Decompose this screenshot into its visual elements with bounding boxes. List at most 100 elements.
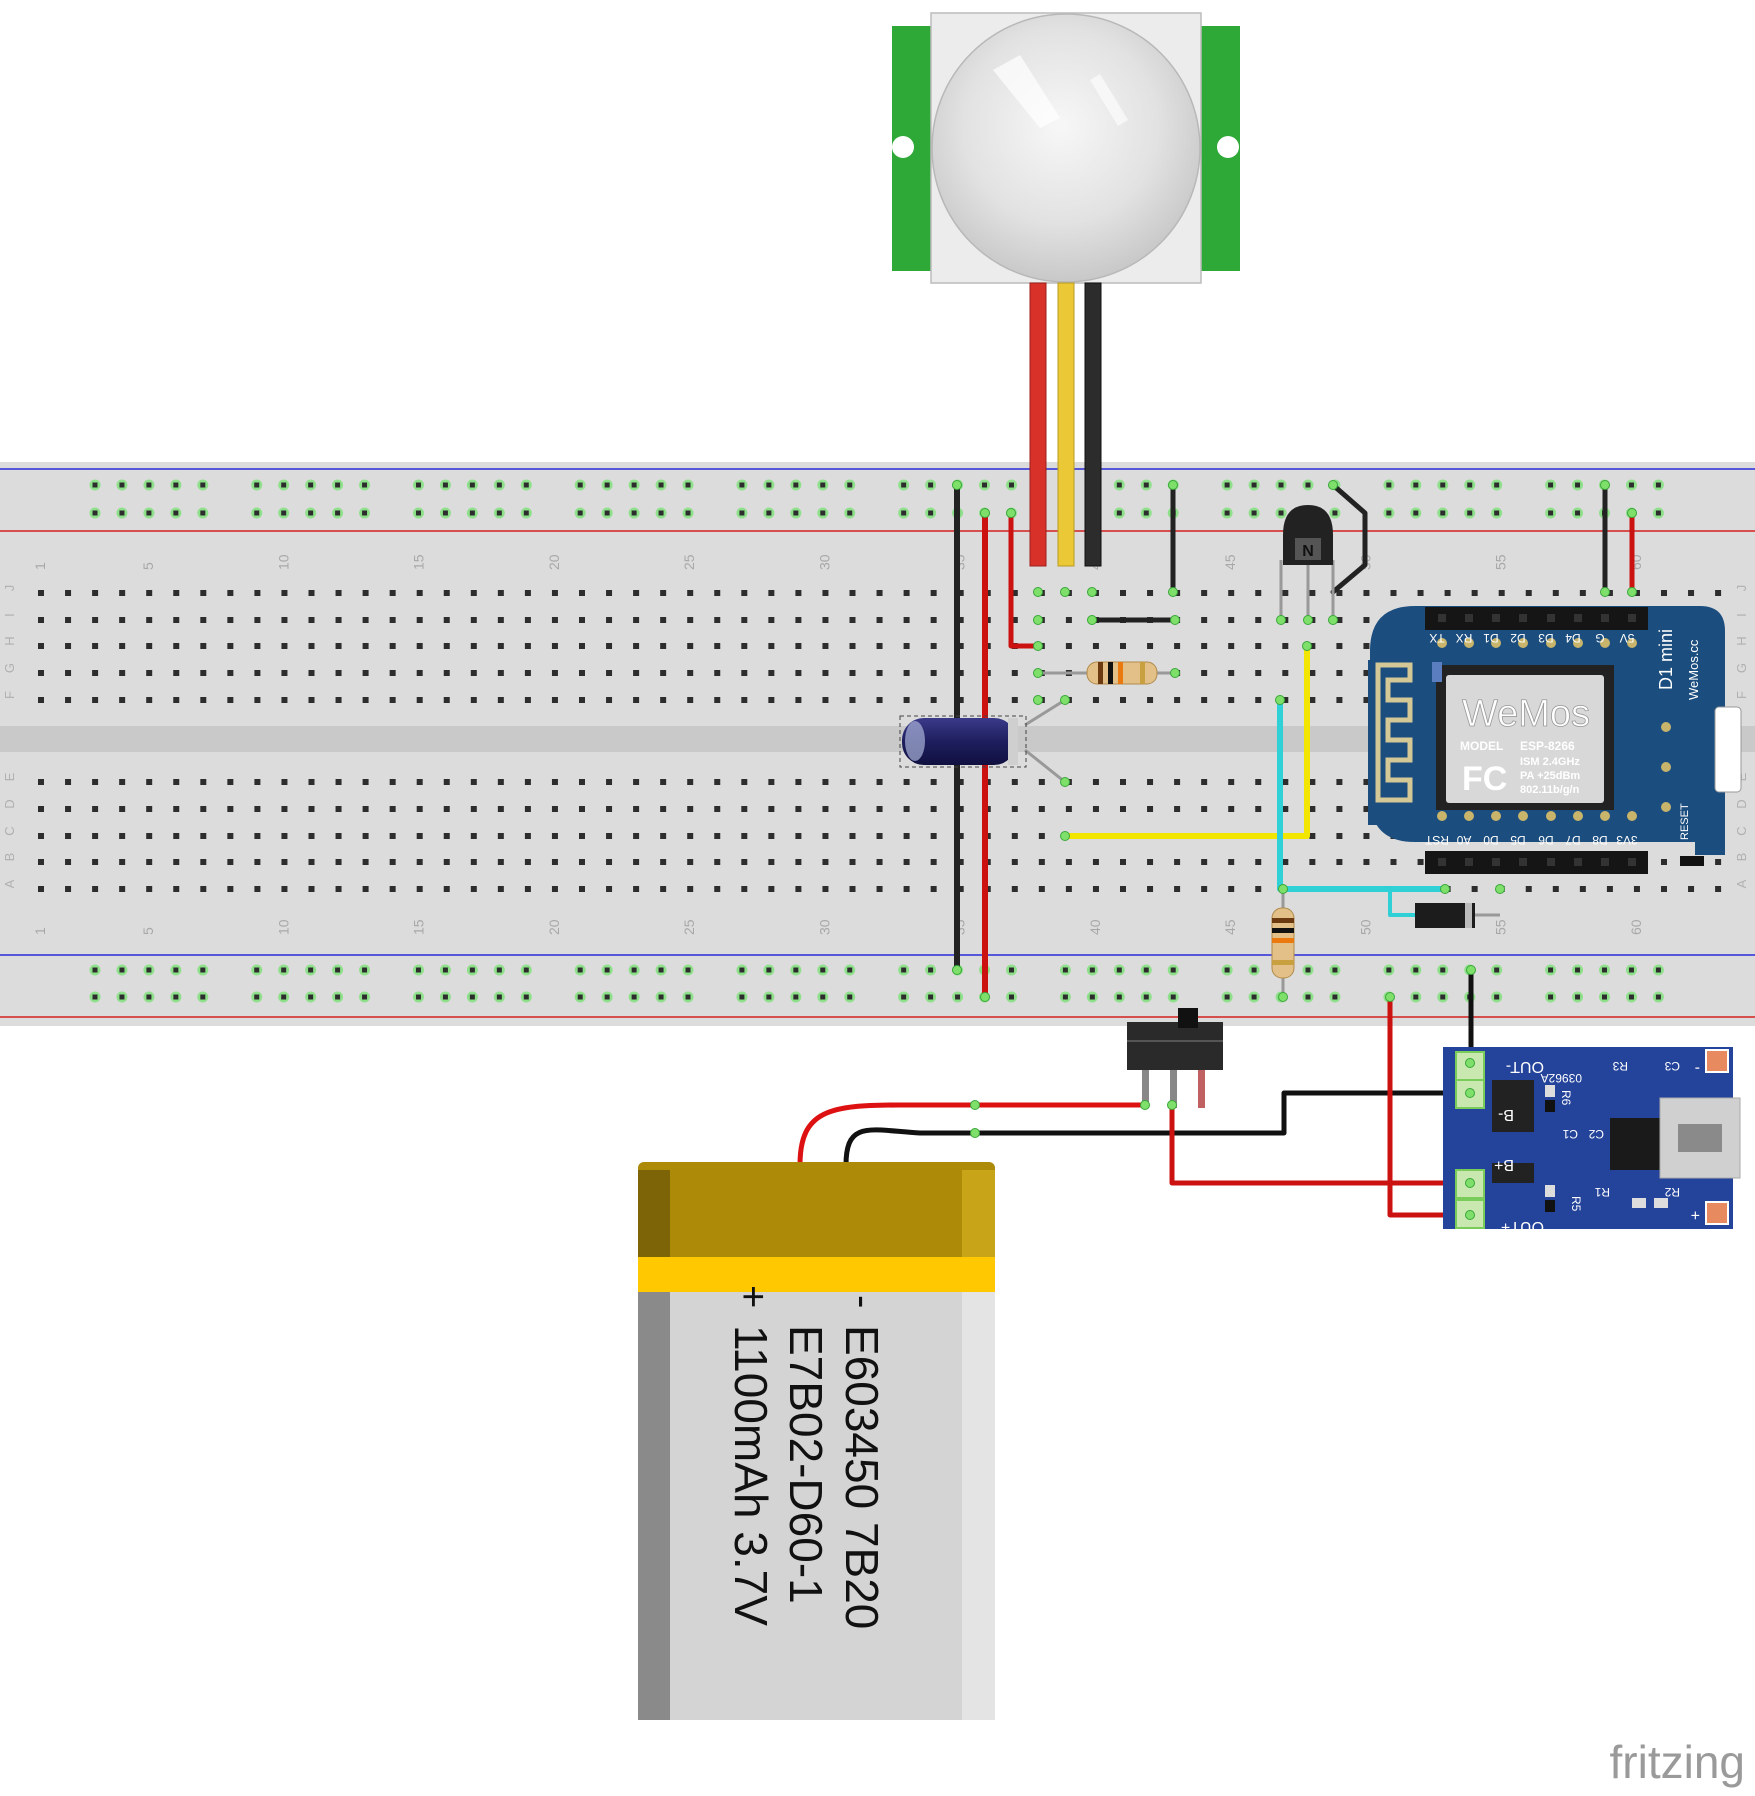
breadboard-hole[interactable] — [1120, 806, 1126, 812]
rail-hole[interactable] — [1440, 967, 1446, 973]
breadboard-hole[interactable] — [308, 697, 315, 703]
breadboard-hole[interactable] — [1363, 779, 1370, 785]
breadboard-hole[interactable] — [1038, 859, 1045, 865]
breadboard-hole[interactable] — [146, 697, 153, 703]
breadboard-hole[interactable] — [579, 779, 585, 785]
breadboard-hole[interactable] — [227, 833, 234, 839]
breadboard-hole[interactable] — [200, 697, 207, 703]
breadboard-hole[interactable] — [335, 643, 342, 649]
breadboard-hole[interactable] — [200, 643, 207, 649]
breadboard-hole[interactable] — [38, 643, 44, 649]
breadboard-hole[interactable] — [1661, 886, 1667, 892]
breadboard-hole[interactable] — [254, 833, 261, 839]
breadboard-hole[interactable] — [1282, 643, 1289, 649]
rail-hole[interactable] — [1278, 510, 1284, 516]
breadboard-hole[interactable] — [579, 806, 585, 812]
breadboard-hole[interactable] — [1011, 886, 1018, 892]
rail-hole[interactable] — [1601, 967, 1607, 973]
breadboard-hole[interactable] — [1471, 590, 1478, 596]
breadboard-hole[interactable] — [173, 697, 180, 703]
breadboard-hole[interactable] — [1065, 617, 1072, 623]
rail-hole[interactable] — [1224, 967, 1230, 973]
breadboard-hole[interactable] — [1525, 886, 1532, 892]
rail-hole[interactable] — [1089, 967, 1095, 973]
breadboard-hole[interactable] — [849, 779, 856, 785]
breadboard-hole[interactable] — [281, 643, 288, 649]
breadboard-hole[interactable] — [822, 833, 829, 839]
breadboard-hole[interactable] — [38, 779, 44, 785]
breadboard-hole[interactable] — [876, 670, 883, 676]
rail-hole[interactable] — [200, 482, 206, 488]
rail-hole[interactable] — [793, 510, 799, 516]
breadboard-hole[interactable] — [768, 697, 775, 703]
breadboard-hole[interactable] — [633, 859, 640, 865]
breadboard-hole[interactable] — [1147, 886, 1154, 892]
rail-hole[interactable] — [685, 994, 691, 1000]
rail-hole[interactable] — [631, 482, 637, 488]
rail-hole[interactable] — [1548, 482, 1554, 488]
breadboard-hole[interactable] — [1336, 697, 1343, 703]
breadboard-hole[interactable] — [795, 833, 802, 839]
rail-hole[interactable] — [1089, 994, 1095, 1000]
rail-hole[interactable] — [1413, 967, 1419, 973]
rail-hole[interactable] — [1062, 967, 1068, 973]
breadboard-hole[interactable] — [903, 670, 910, 676]
rail-hole[interactable] — [200, 994, 206, 1000]
breadboard-hole[interactable] — [1201, 590, 1208, 596]
breadboard-hole[interactable] — [38, 697, 44, 703]
rail-hole[interactable] — [577, 967, 583, 973]
breadboard-hole[interactable] — [768, 590, 775, 596]
breadboard-hole[interactable] — [65, 643, 72, 649]
breadboard-hole[interactable] — [227, 806, 234, 812]
rail-hole[interactable] — [335, 482, 341, 488]
rail-hole[interactable] — [1655, 994, 1661, 1000]
breadboard-hole[interactable] — [281, 859, 288, 865]
breadboard-hole[interactable] — [416, 859, 423, 865]
breadboard-hole[interactable] — [1147, 779, 1154, 785]
breadboard-hole[interactable] — [687, 670, 694, 676]
breadboard-hole[interactable] — [146, 806, 153, 812]
breadboard-hole[interactable] — [92, 590, 99, 596]
breadboard-hole[interactable] — [1552, 886, 1559, 892]
rail-hole[interactable] — [1655, 482, 1661, 488]
breadboard-hole[interactable] — [173, 833, 180, 839]
breadboard-hole[interactable] — [768, 617, 775, 623]
breadboard-hole[interactable] — [1228, 697, 1235, 703]
rail-hole[interactable] — [901, 510, 907, 516]
wemos-reset-button[interactable] — [1680, 856, 1704, 866]
rail-hole[interactable] — [847, 994, 853, 1000]
breadboard-hole[interactable] — [1092, 779, 1099, 785]
breadboard-hole[interactable] — [741, 833, 748, 839]
breadboard-hole[interactable] — [1228, 886, 1235, 892]
breadboard-hole[interactable] — [173, 670, 180, 676]
breadboard-hole[interactable] — [1282, 697, 1289, 703]
rail-hole[interactable] — [577, 482, 583, 488]
breadboard-hole[interactable] — [254, 643, 261, 649]
rail-hole[interactable] — [1251, 994, 1257, 1000]
breadboard-hole[interactable] — [1363, 617, 1370, 623]
breadboard-hole[interactable] — [38, 670, 44, 676]
breadboard-hole[interactable] — [1309, 806, 1316, 812]
breadboard-hole[interactable] — [1120, 859, 1126, 865]
breadboard-hole[interactable] — [443, 590, 450, 596]
breadboard-hole[interactable] — [254, 617, 261, 623]
breadboard-hole[interactable] — [1282, 859, 1289, 865]
breadboard-hole[interactable] — [579, 643, 585, 649]
breadboard-hole[interactable] — [903, 779, 910, 785]
breadboard-hole[interactable] — [1065, 643, 1072, 649]
breadboard-hole[interactable] — [38, 806, 44, 812]
breadboard-hole[interactable] — [930, 886, 937, 892]
breadboard-hole[interactable] — [92, 886, 99, 892]
breadboard-hole[interactable] — [551, 643, 558, 649]
breadboard-hole[interactable] — [497, 779, 504, 785]
breadboard-hole[interactable] — [822, 697, 829, 703]
breadboard-hole[interactable] — [470, 779, 477, 785]
breadboard-hole[interactable] — [1606, 590, 1613, 596]
rail-hole[interactable] — [766, 967, 772, 973]
breadboard-hole[interactable] — [1309, 670, 1316, 676]
breadboard-hole[interactable] — [822, 779, 829, 785]
breadboard-hole[interactable] — [1336, 806, 1343, 812]
breadboard-hole[interactable] — [768, 779, 775, 785]
rail-hole[interactable] — [685, 482, 691, 488]
breadboard-hole[interactable] — [930, 779, 937, 785]
